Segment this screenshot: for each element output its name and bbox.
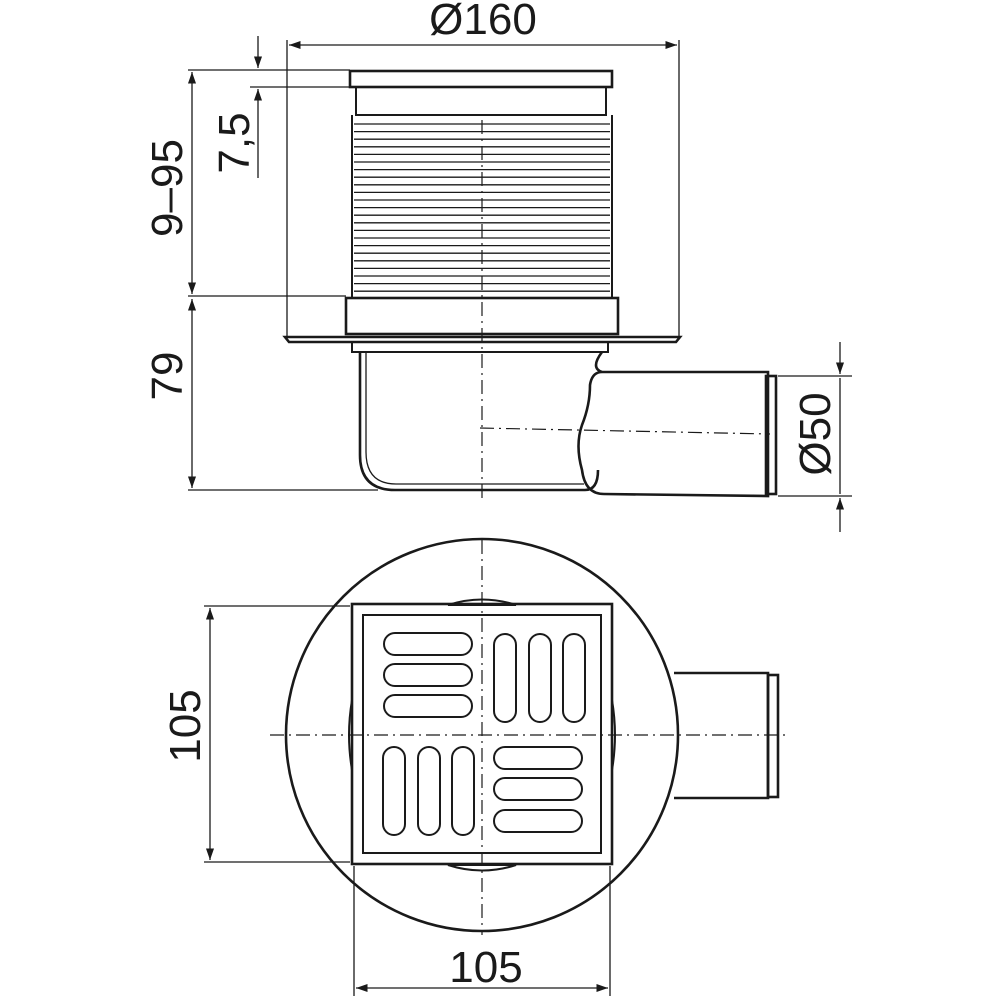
flange <box>282 335 683 344</box>
dimension-height-adjust: 9–95 <box>143 69 350 297</box>
dim-flange-diameter-label: Ø160 <box>429 0 537 44</box>
grate-slot <box>451 746 475 836</box>
dimension-outlet-diameter: Ø50 <box>778 342 852 532</box>
side-view: Ø160 9–95 7,5 79 Ø50 <box>143 0 852 532</box>
dim-body-height-label: 79 <box>143 352 192 401</box>
grate-slot <box>493 777 583 801</box>
dim-grate-width-label: 105 <box>449 943 522 992</box>
grate-slot <box>417 746 441 836</box>
outlet-pipe-rim <box>764 374 778 496</box>
grate-slot <box>383 632 473 656</box>
grate-slots <box>382 632 586 836</box>
dimension-flange-diameter: Ø160 <box>286 0 680 336</box>
dim-grate-offset-label: 7,5 <box>210 112 259 173</box>
grate-slot <box>383 694 473 718</box>
dimension-body-height: 79 <box>143 299 378 491</box>
grate-slot <box>528 633 552 723</box>
grate-slot <box>493 809 583 833</box>
grate-slot <box>383 663 473 687</box>
dimension-grate-height: 105 <box>161 605 350 863</box>
extension-collar <box>355 86 607 116</box>
extension-top-cap <box>348 69 614 89</box>
body-neck <box>351 341 609 353</box>
outlet-pipe <box>577 351 770 498</box>
dim-grate-height-label: 105 <box>161 689 210 762</box>
top-view: 105 105 <box>161 537 790 996</box>
dimension-grate-offset: 7,5 <box>210 36 350 178</box>
drain-body-inner <box>365 352 584 485</box>
dim-outlet-diameter-label: Ø50 <box>791 392 840 475</box>
grate-slot <box>382 746 406 836</box>
grate-slot <box>493 633 517 723</box>
dim-height-adjust-label: 9–95 <box>143 139 192 237</box>
outlet-centerline <box>479 427 771 435</box>
grate-slot <box>493 746 583 770</box>
dimension-grate-width: 105 <box>353 866 611 996</box>
drain-body <box>358 352 600 492</box>
outlet-rim-top <box>766 673 780 799</box>
grate-slot <box>562 633 586 723</box>
